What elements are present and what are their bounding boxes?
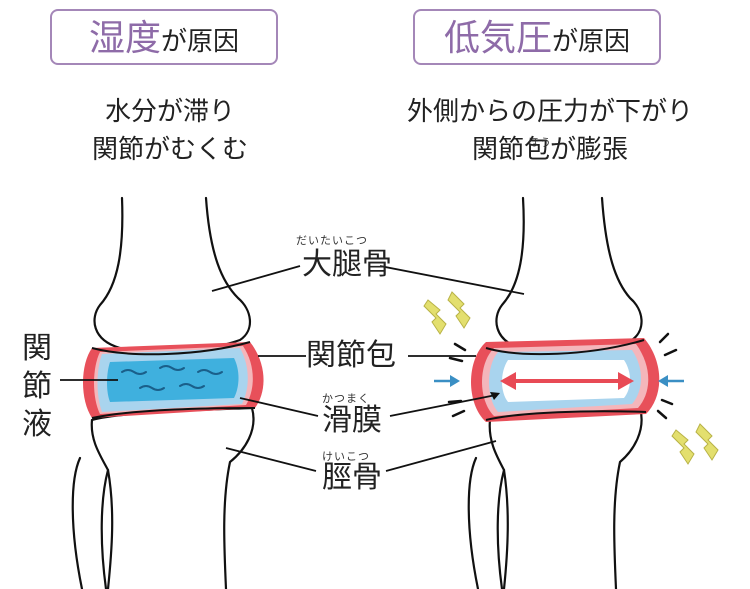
left-fluid-wave-5 bbox=[179, 383, 205, 389]
label-synovial-fluid: 関 節 液 bbox=[20, 330, 54, 444]
left-fluid-wave-2 bbox=[159, 365, 185, 371]
label-synovial-fluid-char3: 液 bbox=[22, 407, 52, 442]
caption-low-pressure-line2: 関節包が膨張 bbox=[471, 135, 628, 165]
label-synovial-fluid-char2: 節 bbox=[22, 369, 52, 404]
left-joint-space bbox=[83, 341, 264, 419]
lightning-left-2 bbox=[447, 291, 471, 329]
lightning-right-2 bbox=[695, 423, 719, 461]
caption-humidity: 水分が滞り 関節がむくむ bbox=[50, 93, 290, 169]
leader-femur-left bbox=[211, 265, 301, 292]
outer-pressure-arrows bbox=[434, 375, 684, 387]
left-fluid-wave-3 bbox=[197, 369, 223, 375]
lightning-right-1 bbox=[671, 429, 695, 465]
left-fibula-outline bbox=[71, 456, 110, 589]
left-fluid-wave-1 bbox=[121, 369, 147, 375]
title-low-pressure: 低気圧 が原因 bbox=[413, 9, 661, 65]
right-tibia-outline bbox=[488, 406, 643, 589]
expansion-arrow bbox=[500, 372, 634, 390]
left-tibia-outline bbox=[90, 406, 255, 589]
left-fluid-wave-4 bbox=[139, 385, 165, 391]
label-capsule: 関節包 bbox=[306, 338, 396, 373]
lightning-left-1 bbox=[423, 299, 447, 335]
title-humidity-suffix: が原因 bbox=[161, 27, 240, 57]
lightning-icon bbox=[423, 291, 719, 465]
title-low-pressure-main: 低気圧 bbox=[443, 18, 552, 59]
caption-low-pressure: 外側からの圧力が下がり 関節包が膨張 bbox=[352, 93, 748, 169]
title-humidity-main: 湿度 bbox=[88, 18, 161, 59]
burst-lines bbox=[447, 332, 678, 420]
leader-synovium-left bbox=[239, 397, 319, 417]
caption-ruby-hou: ほう bbox=[528, 136, 552, 149]
caption-humidity-line2: 関節がむくむ bbox=[91, 135, 248, 165]
label-synovium: 滑膜 bbox=[322, 403, 382, 438]
leader-tibia-left bbox=[225, 447, 317, 472]
title-humidity: 湿度 が原因 bbox=[50, 9, 278, 65]
femur-ruby: だいたいこつ bbox=[296, 234, 368, 247]
right-fibula-outline bbox=[467, 456, 506, 589]
right-femur-outline bbox=[495, 196, 643, 354]
leader-femur-right bbox=[379, 265, 525, 295]
caption-low-pressure-line1: 外側からの圧力が下がり bbox=[406, 97, 693, 127]
left-fluid bbox=[107, 358, 239, 402]
label-synovial-fluid-char1: 関 bbox=[22, 331, 52, 366]
leader-lines bbox=[60, 265, 525, 472]
synovium-ruby: かつまく bbox=[322, 392, 370, 405]
tibia-ruby: けいこつ bbox=[322, 450, 370, 463]
caption-humidity-line1: 水分が滞り bbox=[104, 97, 235, 127]
leader-tibia-right bbox=[385, 440, 497, 472]
left-femur-outline bbox=[93, 196, 251, 354]
label-femur: 大腿骨 bbox=[302, 247, 392, 282]
label-tibia: 脛骨 bbox=[322, 460, 382, 495]
right-joint-space bbox=[423, 291, 719, 465]
title-low-pressure-suffix: が原因 bbox=[552, 27, 631, 57]
leader-synovium-right bbox=[389, 394, 497, 417]
